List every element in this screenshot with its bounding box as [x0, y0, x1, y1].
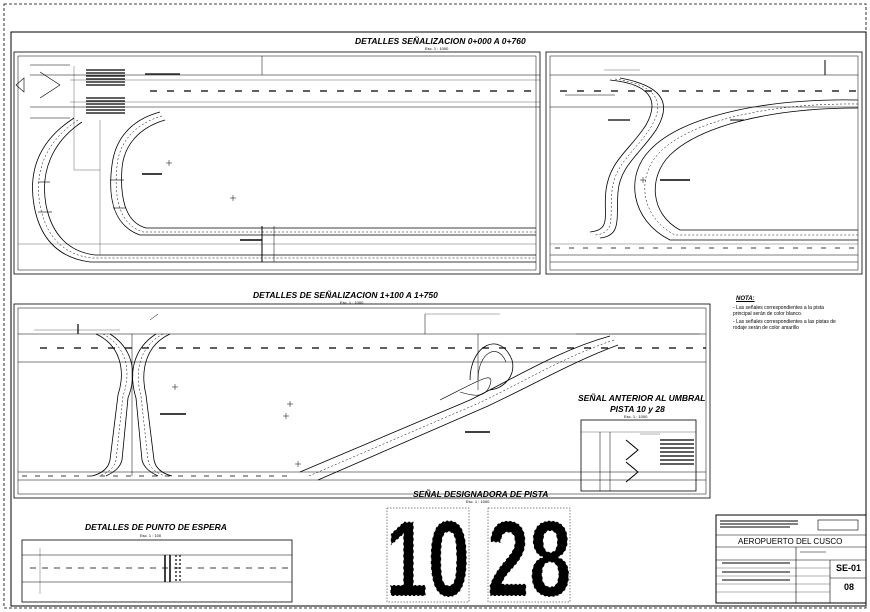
sheet-outer-border [3, 3, 867, 609]
title-block [715, 514, 867, 604]
plan-0000-0760-right [545, 51, 863, 275]
sheet-code: SE-01 [836, 563, 862, 573]
holding-point-scale: Esc. 1 : 100 [140, 533, 162, 538]
plan-0000-0760-left [13, 51, 541, 275]
designator-digits-28: 28 [487, 499, 571, 612]
threshold-detail-plan [580, 419, 697, 492]
section-title-1100-1750: DETALLES DE SEÑALIZACION 1+100 A 1+750 [253, 290, 438, 300]
section-title-0000-0760: DETALLES SEÑALIZACION 0+000 A 0+760 [355, 36, 526, 46]
note-line: - Las señales correspondientes a las pis… [733, 319, 836, 325]
note-line: - Las señales correspondientes a la pist… [733, 305, 824, 311]
note-line: rodaje serán de color amarillo [733, 325, 799, 331]
designator-title: SEÑAL DESIGNADORA DE PISTA [413, 489, 549, 499]
threshold-title-line1: SEÑAL ANTERIOR AL UMBRAL [578, 393, 706, 403]
survey-marks [166, 160, 236, 201]
holding-point-detail-plan [21, 539, 293, 603]
designator-scale: Esc. 1 : 1000 [466, 499, 490, 504]
runway-designator-28: 28 [487, 498, 572, 612]
holding-point-title: DETALLES DE PUNTO DE ESPERA [85, 522, 227, 532]
sheet-number: 08 [844, 582, 855, 592]
designator-digits-10: 10 [386, 499, 470, 612]
survey-marks-2 [172, 384, 301, 467]
section-scale-0000-0760: Esc. 1 : 1000 [425, 46, 449, 51]
threshold-scale: Esc. 1 : 1000 [624, 414, 648, 419]
threshold-title-line2: PISTA 10 y 28 [610, 404, 665, 414]
plan-1100-1750 [13, 303, 711, 499]
sheet-inner-border [10, 31, 867, 607]
note-heading: NOTA: [736, 296, 755, 302]
section-scale-1100-1750: Esc. 1 : 1000 [340, 300, 364, 305]
note-line: principal serán de color blanco. [733, 311, 803, 317]
runway-designator-10: 10 [385, 498, 470, 612]
threshold-piano-keys [86, 69, 125, 114]
project-name: AEROPUERTO DEL CUSCO [738, 537, 843, 546]
